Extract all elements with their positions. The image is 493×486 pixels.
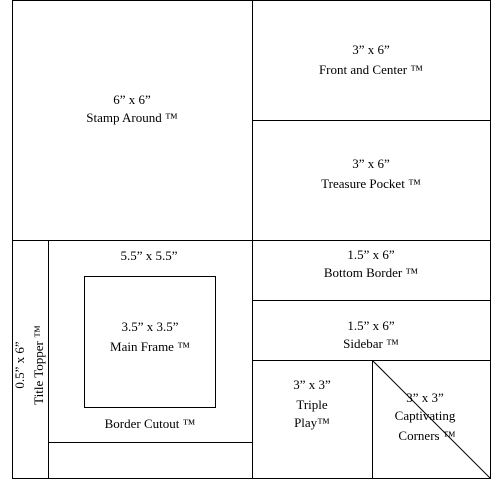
treasure-pocket-name: Treasure Pocket ™ (321, 176, 421, 191)
front-and-center-name: Front and Center ™ (319, 62, 423, 77)
captivating-corners-size: 3” x 3” (406, 390, 444, 405)
border-cutout-name: Border Cutout ™ (105, 416, 196, 431)
panel-triple-play: 3” x 3” Triple Play™ (293, 377, 331, 430)
main-frame-square (84, 276, 216, 408)
panel-captivating-corners: 3” x 3” Captivating Corners ™ (395, 390, 456, 443)
triple-play-name-line2: Play™ (294, 415, 330, 430)
panel-bottom-border: 1.5” x 6” Bottom Border ™ (324, 247, 418, 280)
border-cutout-size: 5.5” x 5.5” (120, 248, 177, 263)
panel-main-frame: 3.5” x 3.5” Main Frame ™ (110, 319, 190, 354)
stamp-around-name: Stamp Around ™ (86, 110, 177, 125)
triple-play-size: 3” x 3” (293, 377, 331, 392)
panel-front-and-center: 3” x 6” Front and Center ™ (319, 42, 423, 77)
panel-treasure-pocket: 3” x 6” Treasure Pocket ™ (321, 156, 421, 191)
bottom-border-name: Bottom Border ™ (324, 265, 418, 280)
bottom-border-size: 1.5” x 6” (347, 247, 395, 262)
panel-title-topper: 0.5” x 6” Title Topper ™ (12, 325, 46, 405)
title-topper-size: 0.5” x 6” (12, 341, 27, 389)
sidebar-size: 1.5” x 6” (347, 318, 395, 333)
outer-border (12, 0, 491, 479)
main-frame-name: Main Frame ™ (110, 339, 190, 354)
title-topper-name: Title Topper ™ (31, 325, 46, 405)
panel-sidebar: 1.5” x 6” Sidebar ™ (343, 318, 399, 351)
panel-border-cutout: 5.5” x 5.5” Border Cutout ™ (105, 248, 196, 431)
panel-stamp-around: 6” x 6” Stamp Around ™ (86, 92, 177, 125)
front-and-center-size: 3” x 6” (352, 42, 390, 57)
triple-play-name-line1: Triple (296, 397, 328, 412)
main-frame-size: 3.5” x 3.5” (121, 319, 178, 334)
treasure-pocket-size: 3” x 6” (352, 156, 390, 171)
corner-diagonal (372, 360, 491, 479)
sidebar-name: Sidebar ™ (343, 336, 399, 351)
captivating-corners-name-line2: Corners ™ (398, 428, 455, 443)
captivating-corners-name-line1: Captivating (395, 408, 456, 423)
stamp-around-size: 6” x 6” (113, 92, 151, 107)
